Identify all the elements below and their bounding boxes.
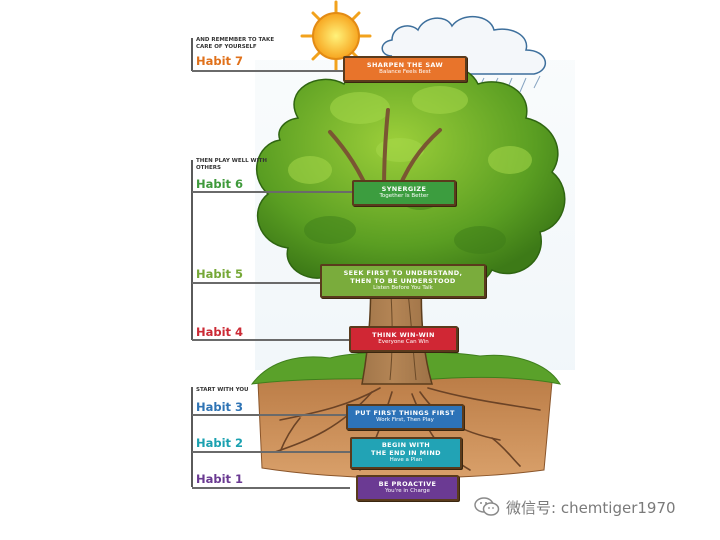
sign-habit-3-title: PUT FIRST THINGS FIRST [355,409,455,417]
sign-habit-6: SYNERGIZE Together Is Better [352,180,456,206]
sign-habit-6-title: SYNERGIZE [381,185,427,193]
sign-habit-2-subtitle: Have a Plan [389,457,423,463]
habit-1-label: Habit 1 [196,472,244,486]
sign-habit-4-subtitle: Everyone Can Win [378,339,429,345]
sign-habit-1: BE PROACTIVE You're in Charge [356,475,459,501]
sign-habit-4-title: THINK WIN-WIN [372,331,435,339]
connector-habit-2 [192,451,350,453]
wechat-icon [474,497,500,516]
section-note-start: START WITH YOU [196,387,249,393]
sign-habit-2-title: BEGIN WITH THE END IN MIND [371,441,441,457]
connector-habit-3 [192,414,350,416]
bracket-line-start [191,387,193,487]
watermark: 微信号: chemtiger1970 [474,494,676,520]
habit-5-label: Habit 5 [196,267,244,281]
sign-habit-4: THINK WIN-WIN Everyone Can Win [349,326,458,352]
bracket-line-together [191,160,193,340]
connector-habit-1 [192,487,350,489]
sign-habit-7-subtitle: Balance Feels Best [379,69,431,75]
sign-habit-1-title: BE PROACTIVE [378,480,437,488]
section-note-together: THEN PLAY WELL WITH OTHERS [196,158,268,171]
sign-habit-5-subtitle: Listen Before You Talk [373,285,433,291]
watermark-text: 微信号: chemtiger1970 [506,498,676,517]
habit-4-label: Habit 4 [196,325,244,339]
connector-habit-4 [192,339,350,341]
habit-3-label: Habit 3 [196,400,244,414]
habit-7-label: Habit 7 [196,54,244,68]
sign-habit-1-subtitle: You're in Charge [385,488,430,494]
section-note-renew: AND REMEMBER TO TAKE CARE OF YOURSELF [196,37,275,50]
bracket-line-renew [191,38,193,71]
sun-icon [300,0,372,72]
habit-6-label: Habit 6 [196,177,244,191]
sign-habit-5-title: SEEK FIRST TO UNDERSTAND, THEN TO BE UND… [343,269,463,285]
sign-habit-3: PUT FIRST THINGS FIRST Work First, Then … [346,404,464,430]
connector-habit-7 [192,70,350,72]
sign-habit-2: BEGIN WITH THE END IN MIND Have a Plan [350,437,462,469]
sign-habit-7-title: SHARPEN THE SAW [366,61,444,69]
sign-habit-6-subtitle: Together Is Better [379,193,429,199]
connector-habit-5 [192,282,322,284]
sign-habit-3-subtitle: Work First, Then Play [376,417,434,423]
connector-habit-6 [192,191,354,193]
tree-canopy [255,62,566,291]
sign-habit-5: SEEK FIRST TO UNDERSTAND, THEN TO BE UND… [320,264,486,298]
sign-habit-7: SHARPEN THE SAW Balance Feels Best [343,56,467,82]
habit-2-label: Habit 2 [196,436,244,450]
